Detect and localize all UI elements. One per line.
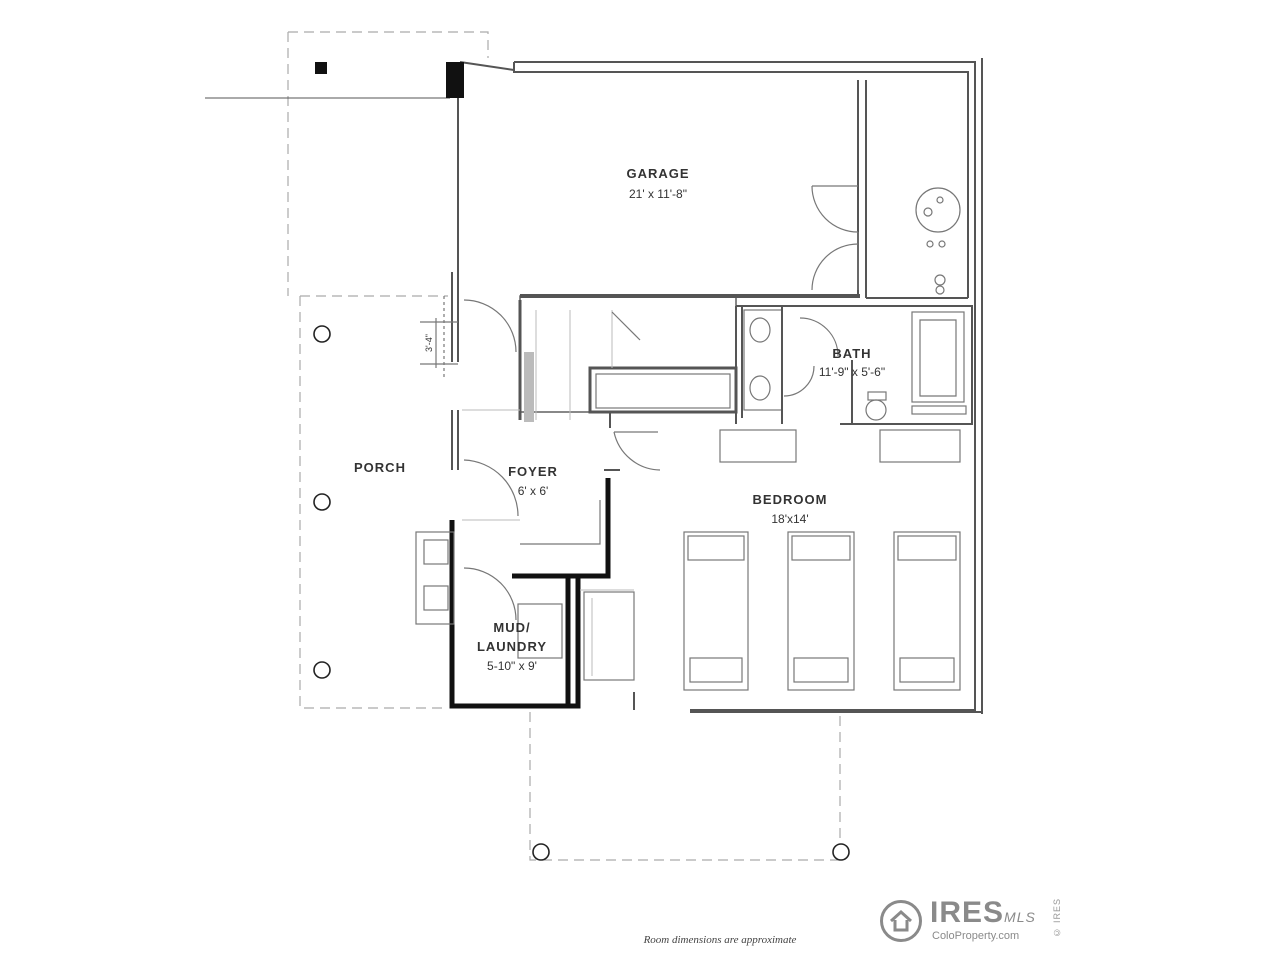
column [313,493,331,511]
garage-label: GARAGE [626,166,689,181]
column [313,661,331,679]
bedroom-dimensions: 18'x14' [771,512,808,526]
bath-dimensions: 11'-9" x 5'-6" [819,365,885,379]
column [313,325,331,343]
column [532,843,550,861]
bedroom-label: BEDROOM [753,492,828,507]
exterior-walls [446,58,983,714]
dimension-label: 3'-4" [424,334,434,352]
watermark-site: ColoProperty.com [932,930,1020,942]
garage-walls [520,80,968,299]
garage-dimensions: 21' x 11'-8" [629,187,687,201]
watermark-logo: IRESMLS ColoProperty.com © IRES [876,894,1072,954]
foyer-dimensions: 6' x 6' [518,484,549,498]
bed [787,531,855,691]
porch-columns [313,325,850,861]
bed [893,531,961,691]
house-ring-icon [880,900,922,942]
mud-label-line2: LAUNDRY [477,639,547,654]
bath-walls [735,305,973,425]
bed [683,531,749,691]
porch-outline [205,31,841,861]
porch-label: PORCH [354,460,406,475]
watermark-brand: IRESMLS [930,896,1036,929]
mud-laundry-walls [415,520,635,710]
stairs [518,295,738,471]
dimension-marker [420,296,458,380]
column [832,843,850,861]
footnote: Room dimensions are approximate [643,934,797,946]
bedroom-furniture [683,429,961,691]
mud-dimensions: 5-10" x 9' [487,659,537,673]
mud-label-line1: MUD/ [493,620,530,635]
foyer-label: FOYER [508,464,558,479]
watermark-side-text: © IRES [1052,898,1062,938]
bath-label: BATH [832,346,871,361]
foyer-walls [462,299,611,621]
